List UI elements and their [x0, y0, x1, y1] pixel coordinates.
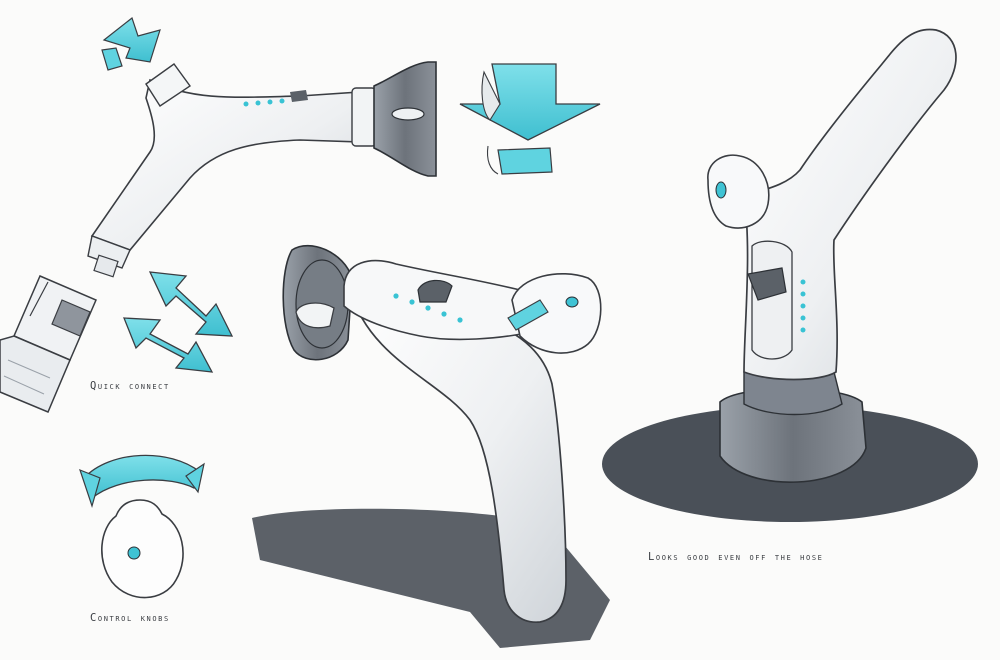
control-knobs-note: Control knobs — [90, 612, 170, 624]
curved-arrow-icon — [83, 454, 201, 500]
control-knob-sketch — [79, 454, 205, 599]
indicator-dots — [393, 293, 463, 323]
cross-arrow-icon — [123, 271, 234, 373]
swap-arrow-icon — [459, 63, 601, 175]
nozzle-sketch-right — [602, 28, 978, 522]
off-hose-note: Looks good even off the hose — [648, 551, 824, 563]
rotate-arrow-icon — [101, 17, 161, 71]
hose-fitting-sketch — [0, 275, 97, 413]
nozzle-sketch-center — [252, 245, 610, 648]
indicator-dots — [800, 279, 806, 333]
nozzle-sketch-topleft — [87, 17, 601, 278]
indicator-dots — [243, 98, 285, 107]
quick-connect-note: Quick connect — [90, 380, 170, 392]
